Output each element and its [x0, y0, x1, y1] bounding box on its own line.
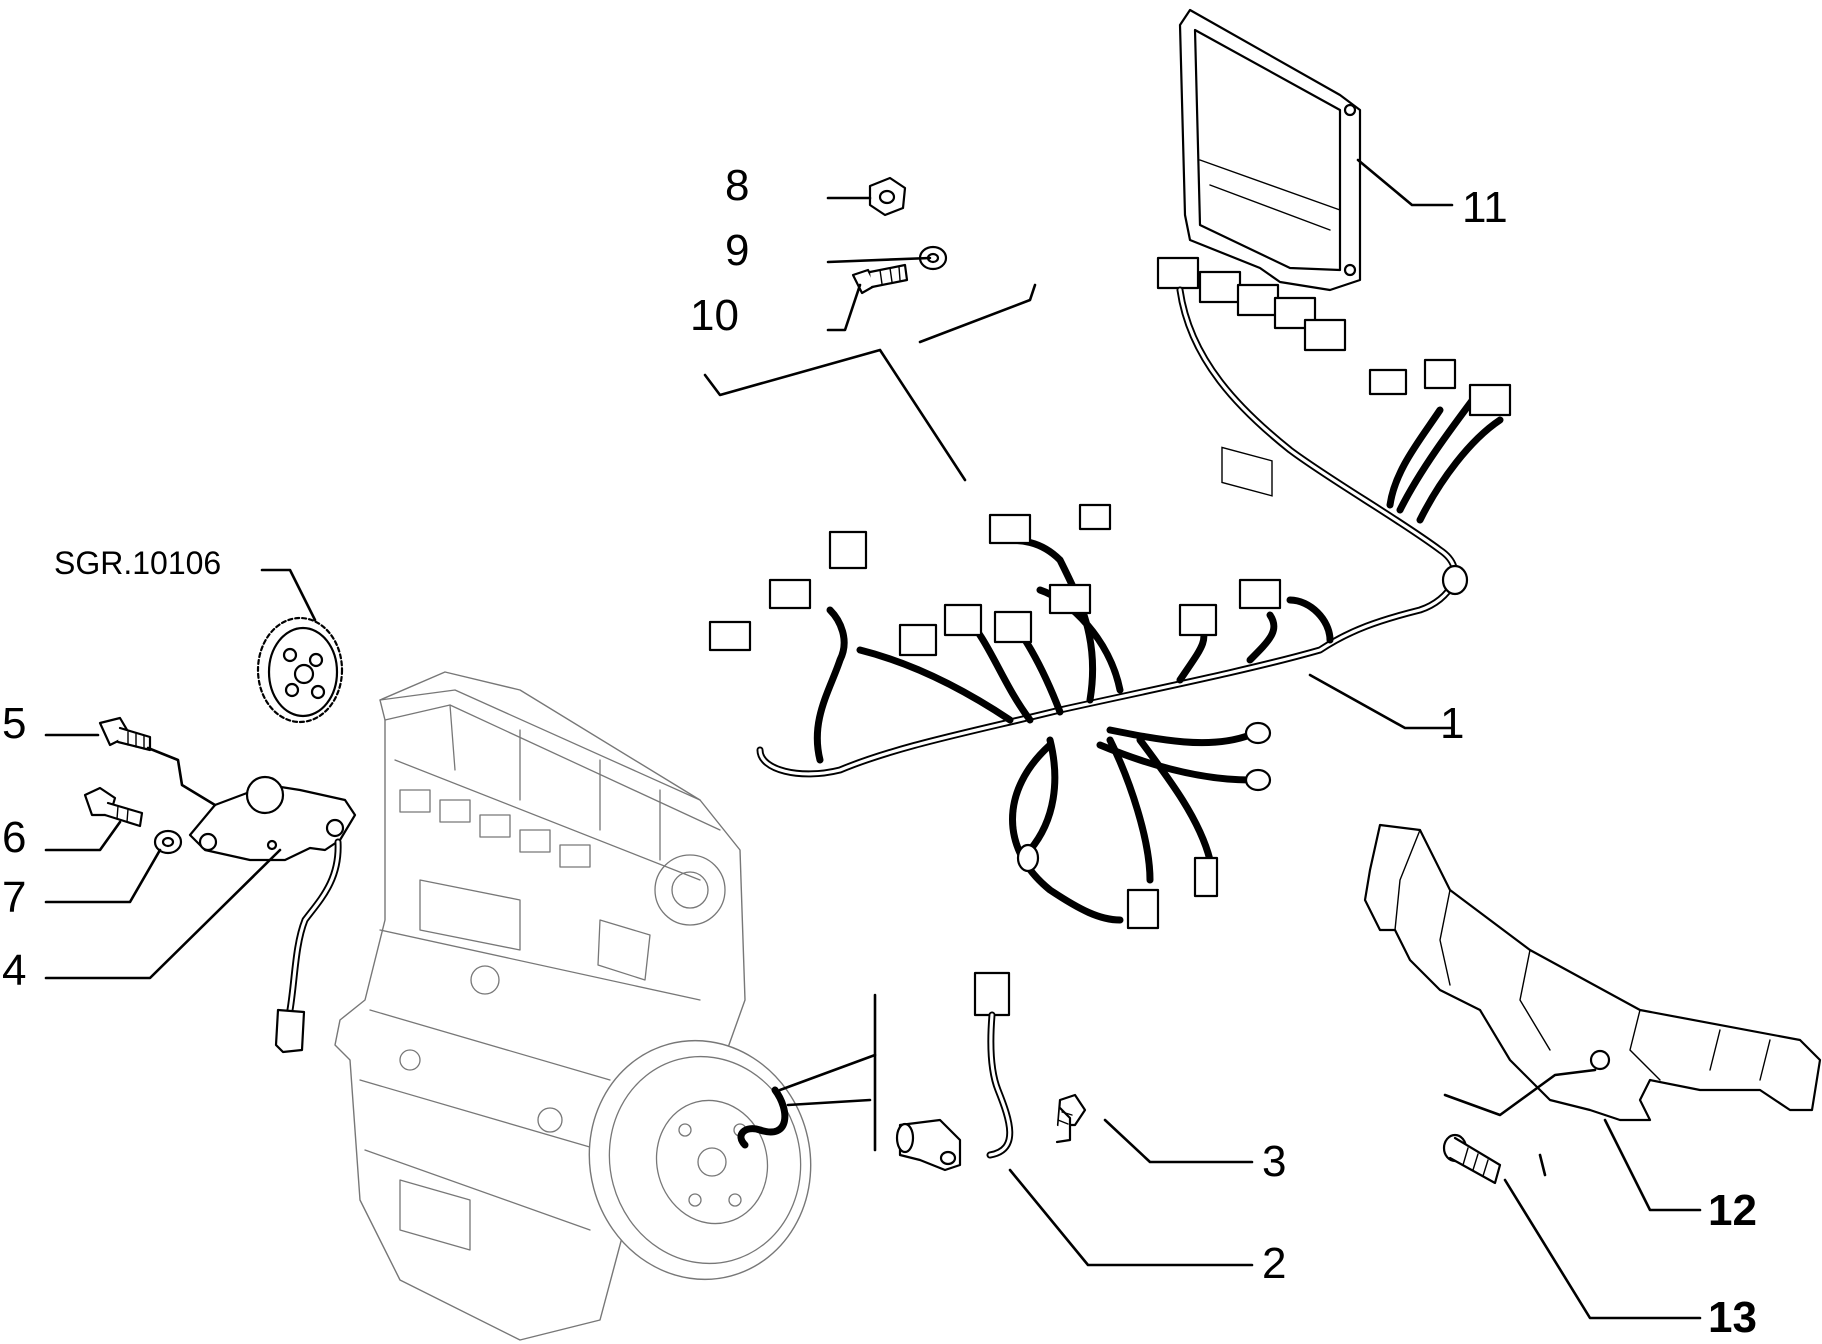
callout-12: 12 [1708, 1186, 1757, 1235]
engine-block [334, 671, 746, 1341]
callout-11: 11 [1462, 183, 1508, 232]
callout-8: 8 [725, 161, 749, 210]
callout-4: 4 [2, 946, 26, 995]
ecu [1178, 8, 1362, 497]
callout-6: 6 [2, 813, 26, 862]
timing-pulley [256, 616, 344, 724]
nut-8 [868, 176, 907, 217]
callout-9: 9 [725, 226, 749, 275]
callout-10: 10 [690, 291, 739, 340]
timing-belt-cover [1363, 823, 1822, 1122]
leader-lines [44, 158, 1702, 1320]
callout-5: 5 [2, 699, 26, 748]
phase-sensor [188, 775, 357, 1054]
washer-7 [153, 829, 183, 855]
bolt-6 [83, 786, 144, 828]
callout-7: 7 [2, 873, 26, 922]
crank-sensor [895, 971, 1014, 1172]
callout-13: 13 [1708, 1293, 1757, 1342]
bolt-5 [98, 716, 152, 752]
bolt-10 [851, 263, 909, 295]
reference-label: SGR.10106 [54, 545, 221, 581]
wiring-harness [708, 286, 1512, 930]
flywheel [588, 1039, 812, 1281]
callout-3: 3 [1262, 1137, 1286, 1186]
bolt-13 [1442, 1133, 1502, 1185]
ecu-connectors [1156, 256, 1347, 352]
callout-2: 2 [1262, 1239, 1286, 1288]
callout-1: 1 [1440, 699, 1464, 748]
bolt-3 [1055, 1093, 1087, 1144]
callout-labels: SGR.10106 5 6 7 4 8 9 10 11 1 3 2 12 13 [2, 161, 1757, 1342]
